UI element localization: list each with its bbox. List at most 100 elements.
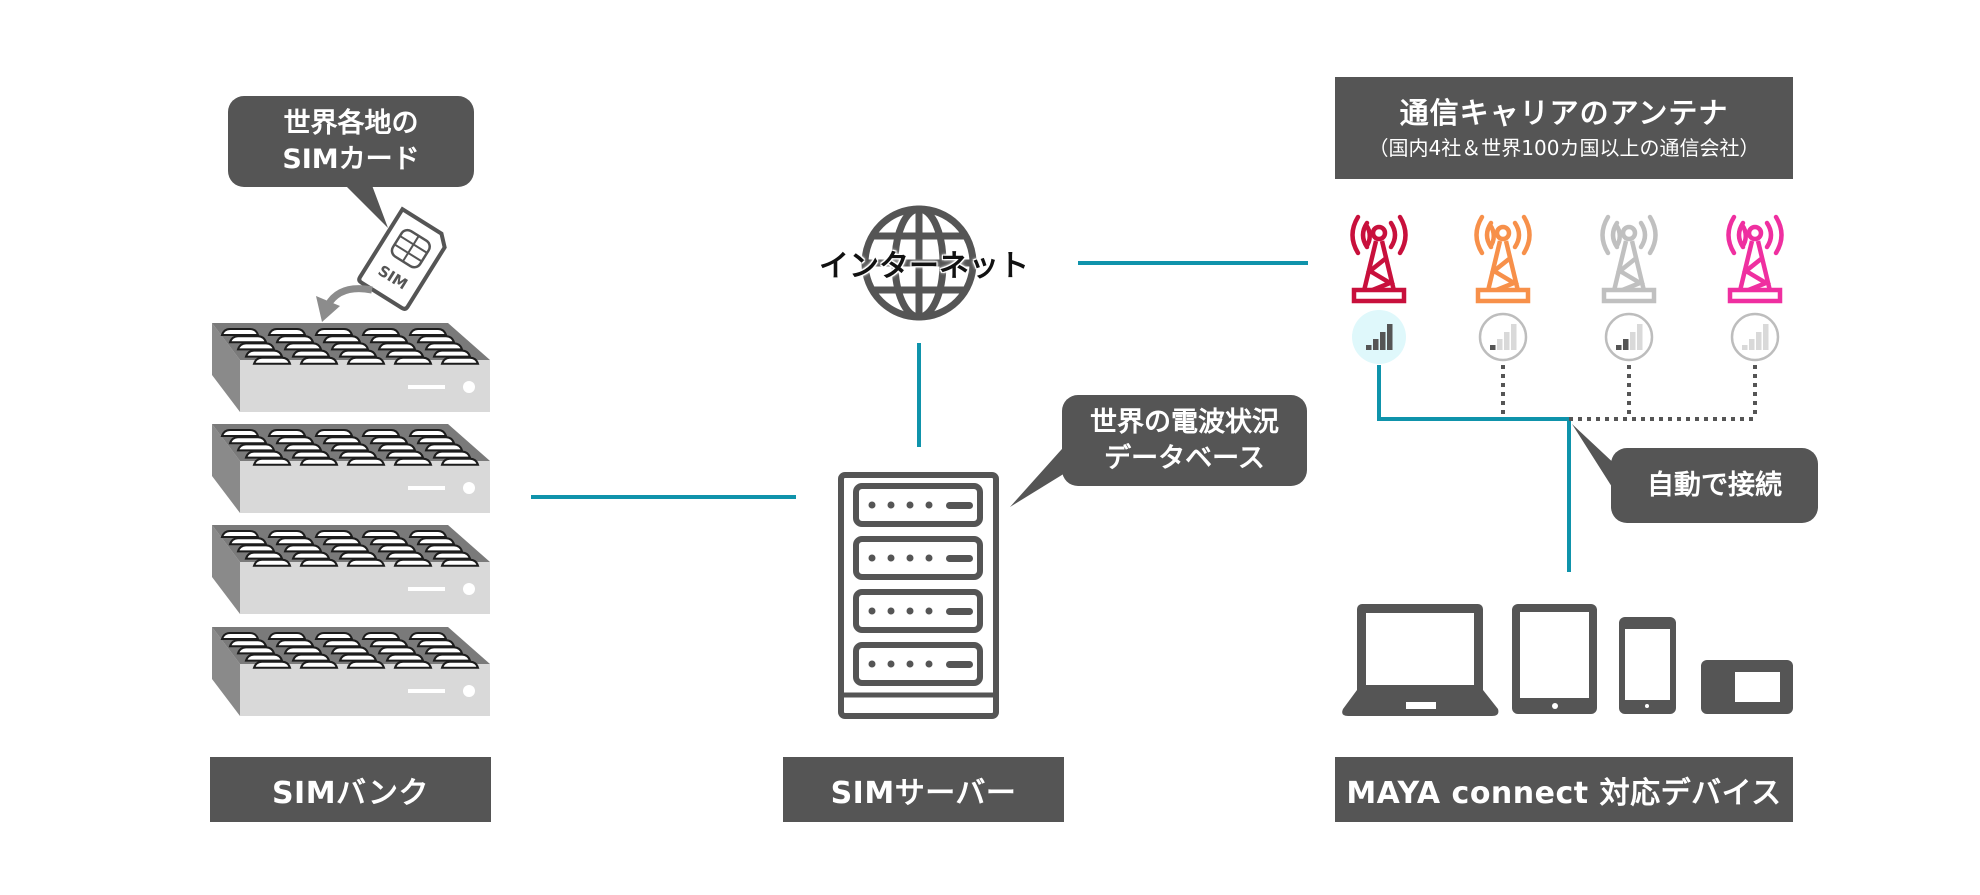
unit-side (212, 525, 240, 614)
sim-slot (416, 335, 456, 344)
unit-led-dot (463, 381, 475, 393)
sim-slot (416, 537, 456, 546)
rack-bay (853, 483, 983, 527)
sim-slot (244, 551, 284, 560)
sim-slot (314, 530, 354, 538)
sim-slot (299, 457, 339, 466)
sim-slot (416, 639, 456, 648)
sim-slot (228, 436, 268, 445)
signal-bar-on (1623, 339, 1629, 350)
rack-led (906, 607, 914, 615)
sim-slot (330, 443, 370, 452)
sim-slot (432, 551, 472, 560)
signal-bar-on (1373, 339, 1379, 350)
sim-server-rack (838, 472, 999, 719)
signal-active-bg (1352, 310, 1406, 364)
sim-slot (314, 328, 354, 336)
signal-indicator-carrier-1 (1352, 310, 1406, 364)
sim-slot (361, 328, 401, 336)
sim-slot (275, 335, 315, 344)
unit-led-dot (463, 685, 475, 697)
rack-led (868, 501, 876, 509)
sim-slot (283, 443, 323, 452)
sim-slot (338, 551, 378, 560)
sim-slot (330, 544, 370, 553)
signal-bar-off (1742, 345, 1748, 350)
rack-drive-slot (946, 502, 973, 509)
sim-slot (236, 443, 276, 452)
sim-card-bubble-tail (340, 180, 388, 228)
rack-led (925, 660, 933, 668)
unit-led-dot (463, 482, 475, 494)
sim-slot (220, 429, 260, 437)
sim-slot (236, 646, 276, 655)
globe-icon (861, 205, 977, 321)
signal-ring (1730, 312, 1780, 362)
sim-slot (393, 558, 433, 567)
signal-bar-on (1616, 345, 1622, 350)
unit-front (240, 360, 490, 412)
carrier-antenna-title: 通信キャリアのアンテナ (1399, 96, 1729, 130)
sim-slot (377, 443, 417, 452)
sim-slot (361, 632, 401, 640)
rack-bay (853, 642, 983, 686)
unit-led-bar (408, 587, 445, 591)
sim-slot (338, 349, 378, 358)
sim-card-icon: SIM (357, 206, 447, 311)
rack-led (868, 554, 876, 562)
sim-slot (291, 551, 331, 560)
sim-slot (369, 537, 409, 546)
rack-drive-slot (946, 661, 973, 668)
auto-connect-bubble: 自動で接続 (1611, 448, 1818, 523)
signal-bar-off (1749, 339, 1755, 350)
sim-slot (220, 632, 260, 640)
database-bubble-line2: データベース (1104, 442, 1265, 474)
rack-led (906, 554, 914, 562)
sim-slot (299, 558, 339, 567)
sim-slot (385, 450, 425, 459)
signal-indicator-carrier-4 (1730, 312, 1780, 362)
sim-bank-label: SIMバンク (210, 757, 491, 822)
sim-slot (393, 660, 433, 669)
database-bubble-tail (1010, 440, 1070, 507)
unit-led-bar (408, 689, 445, 693)
insert-arrow (324, 285, 373, 307)
mobile-router-icon (1701, 660, 1793, 714)
database-bubble-line1: 世界の電波状況 (1090, 406, 1279, 438)
internet-label: インターネット (819, 249, 1029, 284)
sim-slot (338, 450, 378, 459)
sim-slot (408, 632, 448, 640)
sim-card-bubble-line1: 世界各地の (283, 107, 419, 139)
sim-slot (322, 639, 362, 648)
connection-lines (531, 261, 1757, 572)
carrier-antenna-header: 通信キャリアのアンテナ （国内4社＆世界100カ国以上の通信会社） (1335, 77, 1793, 179)
sim-slot (267, 632, 307, 640)
sim-slot (330, 646, 370, 655)
rack-led (887, 660, 895, 668)
sim-slot (252, 558, 292, 567)
unit-led-bar (408, 385, 445, 389)
sim-slot (322, 436, 362, 445)
unit-front (240, 664, 490, 716)
sim-slot (393, 457, 433, 466)
sim-slot (267, 530, 307, 538)
sim-slot (416, 436, 456, 445)
unit-side (212, 424, 240, 513)
laptop-icon (1342, 604, 1499, 716)
antenna-tower-icon-carrier-1 (1350, 214, 1408, 304)
sim-slot (314, 632, 354, 640)
sim-slot (440, 457, 480, 466)
sim-slot (220, 328, 260, 336)
signal-indicator-carrier-3 (1604, 312, 1654, 362)
sim-slot (244, 450, 284, 459)
sim-slot (440, 660, 480, 669)
sim-slot (361, 429, 401, 437)
unit-side (212, 627, 240, 716)
sim-slot (408, 328, 448, 336)
auto-connect-label: 自動で接続 (1647, 469, 1782, 501)
sim-slot (283, 646, 323, 655)
unit-led-dot (463, 583, 475, 595)
signal-bar-on (1387, 324, 1393, 350)
sim-slot (228, 537, 268, 546)
sim-slot (283, 544, 323, 553)
